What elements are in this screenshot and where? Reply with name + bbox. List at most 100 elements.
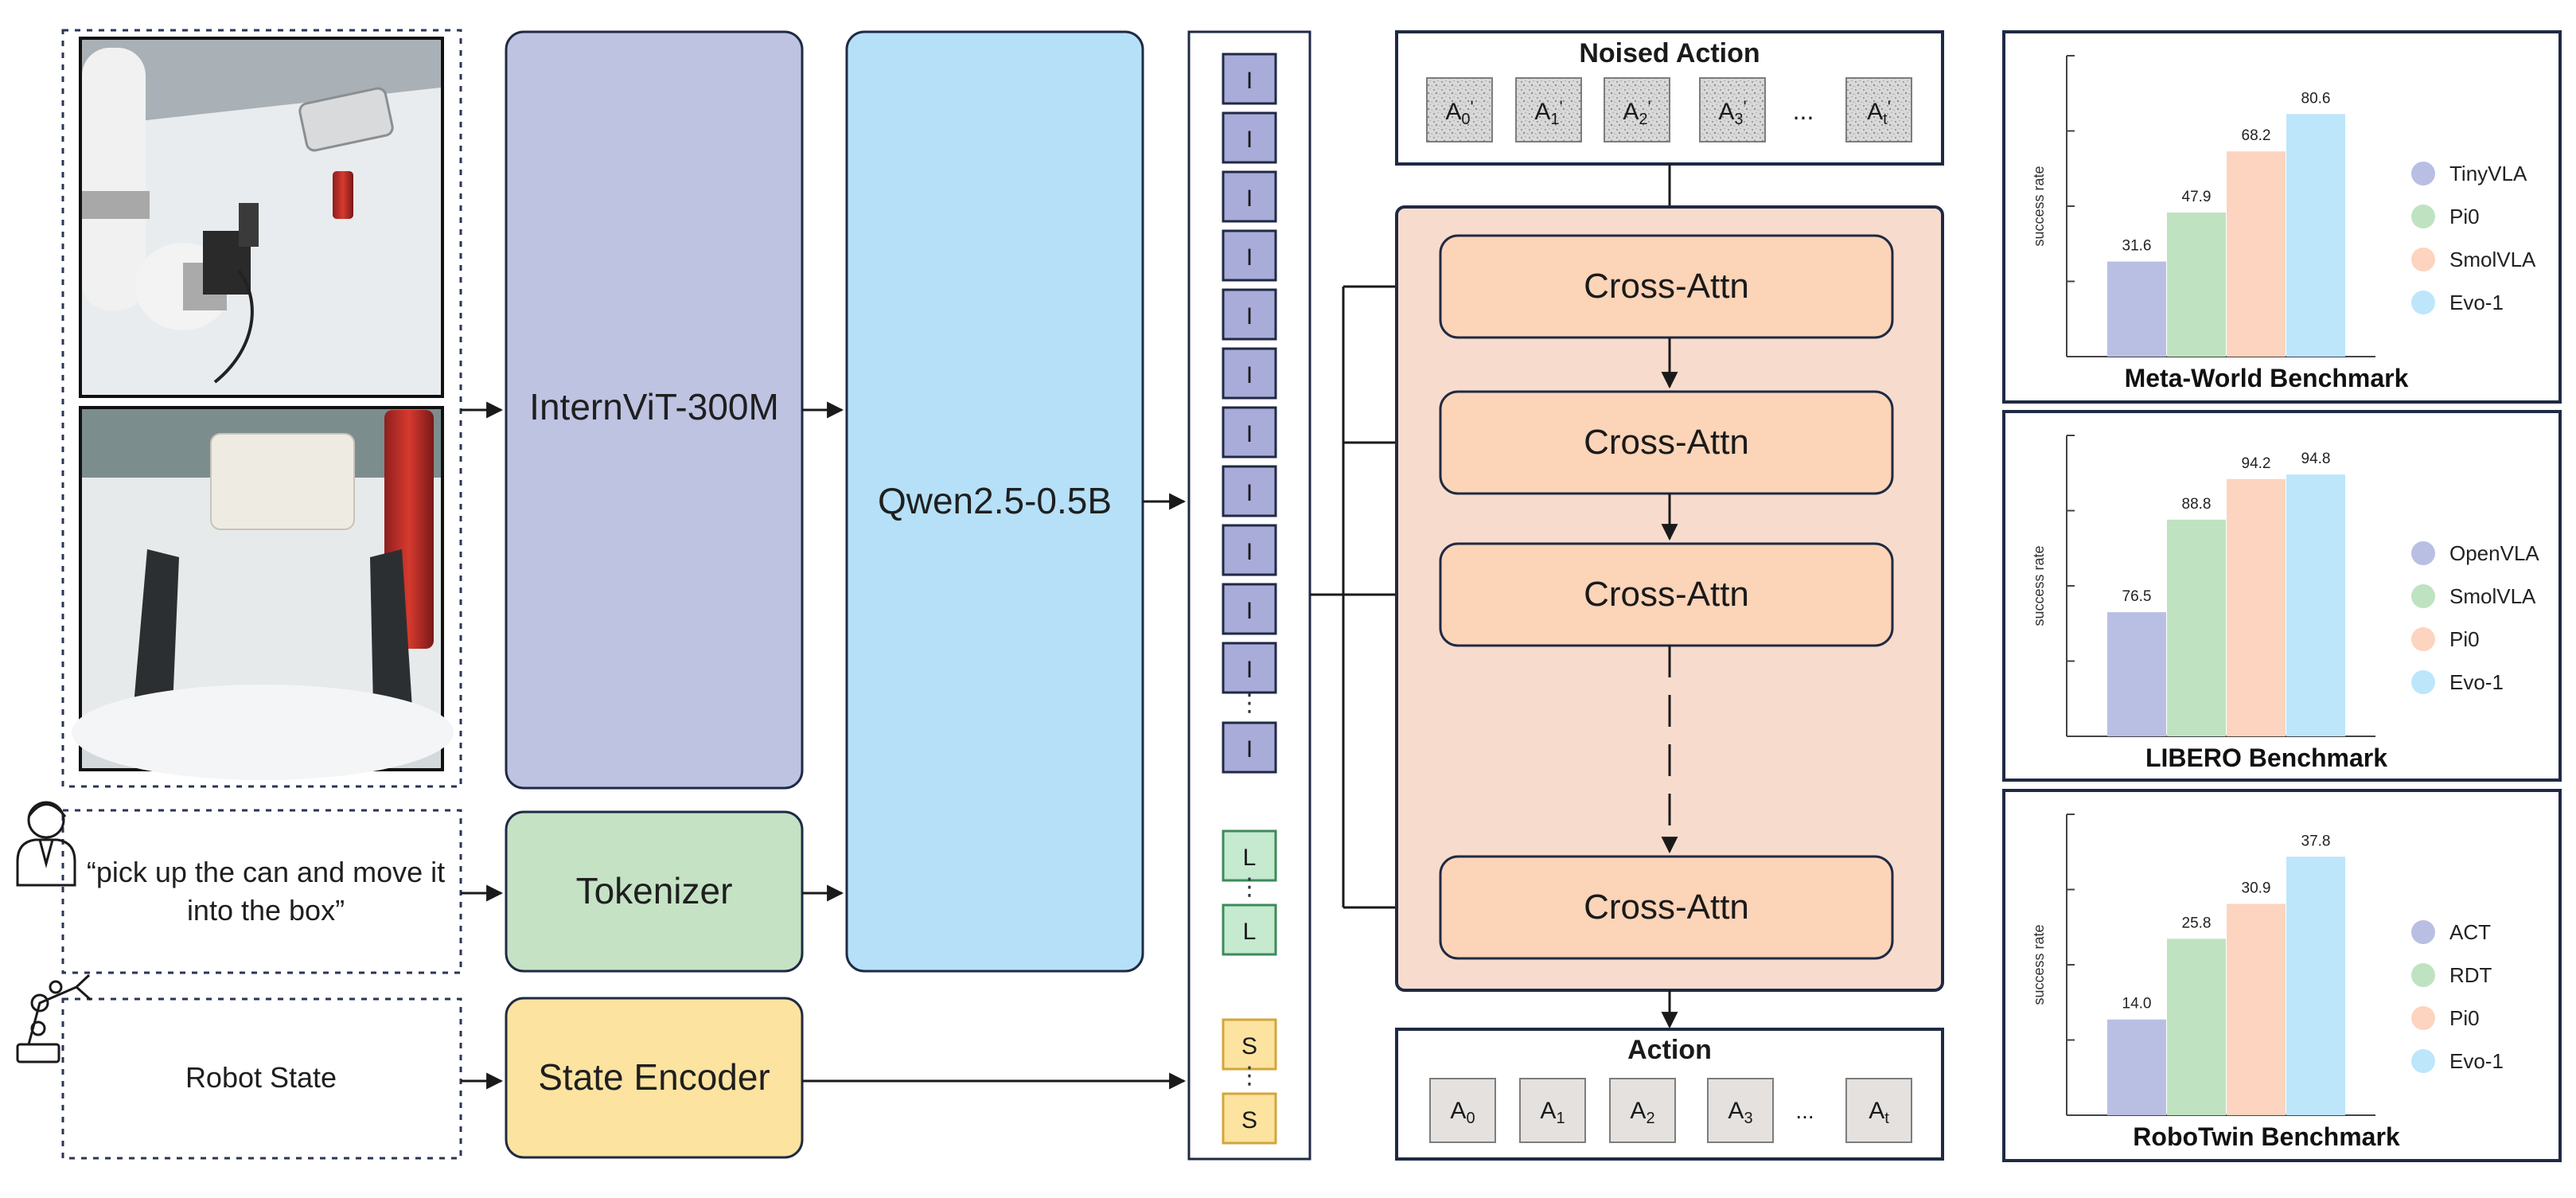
image-token-ellipsis: ⋮ — [1237, 690, 1261, 716]
legend-swatch — [2411, 670, 2435, 694]
language-token: L — [1222, 903, 1277, 956]
legend-swatch — [2411, 584, 2435, 608]
y-axis-label: success rate — [2031, 545, 2047, 626]
bar-value-label: 94.2 — [2242, 455, 2271, 472]
bar — [2227, 478, 2286, 736]
bar — [2286, 857, 2345, 1115]
state-token: S — [1222, 1092, 1277, 1145]
bar — [2167, 519, 2226, 736]
robot-arm-icon — [16, 974, 92, 1063]
action-token: At — [1845, 1078, 1912, 1143]
bar — [2107, 1019, 2166, 1115]
action-token: A0 — [1429, 1078, 1496, 1143]
bar-value-label: 88.8 — [2182, 496, 2212, 513]
chart-title: Meta-World Benchmark — [2125, 364, 2409, 392]
legend-swatch — [2411, 627, 2435, 651]
legend-swatch — [2411, 291, 2435, 314]
image-token: I — [1222, 406, 1277, 459]
svg-text:L: L — [1243, 919, 1257, 945]
bar-value-label: 80.6 — [2301, 90, 2331, 107]
legend-swatch — [2411, 1006, 2435, 1030]
state-encoder-label: State Encoder — [538, 1056, 770, 1098]
language-token: L — [1222, 829, 1277, 882]
bar-value-label: 76.5 — [2122, 588, 2152, 605]
chart-title: LIBERO Benchmark — [2145, 743, 2387, 772]
bar-value-label: 37.8 — [2301, 833, 2331, 849]
bar-value-label: 68.2 — [2242, 127, 2271, 144]
action-token: A3 — [1707, 1078, 1774, 1143]
state-encoder-block — [505, 997, 804, 1159]
image-input-frame — [61, 29, 462, 788]
legend-swatch — [2411, 1049, 2435, 1073]
svg-text:At': At' — [1867, 97, 1891, 128]
svg-text:A0': A0' — [1445, 97, 1473, 128]
robot-state-frame — [61, 997, 462, 1160]
image-token: I — [1222, 53, 1277, 105]
action-ellipsis: ... — [1795, 1098, 1814, 1123]
noised-action-ellipsis: ... — [1793, 96, 1814, 125]
language-token-ellipsis: ⋮ — [1237, 874, 1261, 900]
internvit-label: InternViT-300M — [529, 386, 779, 427]
svg-text:S: S — [1241, 1033, 1257, 1059]
bar-value-label: 30.9 — [2242, 880, 2271, 897]
image-token: I — [1222, 465, 1277, 517]
legend-label: SmolVLA — [2449, 584, 2536, 608]
svg-text:I: I — [1246, 68, 1253, 94]
cross-attn-block: Cross-Attn — [1439, 542, 1894, 647]
noised-action-token: At' — [1845, 77, 1912, 142]
person-icon — [16, 801, 76, 887]
svg-text:Cross-Attn: Cross-Attn — [1584, 575, 1749, 614]
action-token: A2 — [1609, 1078, 1676, 1143]
bar — [2167, 938, 2226, 1115]
image-token: I — [1222, 229, 1277, 282]
robot-state-label: Robot State — [185, 1061, 337, 1094]
image-token: I — [1222, 721, 1277, 774]
svg-text:Cross-Attn: Cross-Attn — [1584, 888, 1749, 927]
bar — [2227, 151, 2286, 357]
cross-attn-block: Cross-Attn — [1439, 855, 1894, 960]
svg-text:A3': A3' — [1718, 97, 1746, 128]
image-token: I — [1222, 583, 1277, 635]
tokenizer-block — [505, 810, 804, 973]
image-token: I — [1222, 111, 1277, 164]
noised-action-title: Noised Action — [1579, 38, 1760, 68]
noised-action-token: A3' — [1699, 77, 1766, 142]
legend-label: TinyVLA — [2449, 162, 2527, 185]
legend-label: RDT — [2449, 963, 2492, 987]
noised-action-token: A1' — [1515, 77, 1582, 142]
legend-swatch — [2411, 248, 2435, 271]
prompt-frame — [61, 809, 462, 974]
bar-value-label: 14.0 — [2122, 996, 2152, 1013]
legend-swatch — [2411, 205, 2435, 228]
bar — [2286, 474, 2345, 736]
legend-label: Pi0 — [2449, 205, 2480, 228]
svg-text:I: I — [1246, 244, 1253, 271]
state-token: S — [1222, 1018, 1277, 1071]
svg-text:Cross-Attn: Cross-Attn — [1584, 423, 1749, 462]
camera-image-bottom — [72, 406, 454, 780]
svg-text:A1': A1' — [1534, 97, 1562, 128]
legend-label: Evo-1 — [2449, 1049, 2504, 1073]
noised-action-token: A0' — [1426, 77, 1493, 142]
svg-text:I: I — [1246, 362, 1253, 388]
image-token: I — [1222, 170, 1277, 223]
noised-action-row: A0'A1'A2'A3'At'... — [1426, 77, 1912, 142]
bar — [2167, 212, 2226, 357]
qwen-label: Qwen2.5-0.5B — [878, 480, 1112, 521]
legend-label: Pi0 — [2449, 627, 2480, 651]
svg-text:A3: A3 — [1728, 1098, 1752, 1127]
svg-text:A0: A0 — [1450, 1098, 1475, 1127]
prompt-text-line1: “pick up the can and move it — [87, 856, 445, 888]
legend-swatch — [2411, 162, 2435, 185]
bar — [2107, 261, 2166, 357]
legend-label: OpenVLA — [2449, 541, 2539, 565]
svg-text:I: I — [1246, 127, 1253, 153]
bar-value-label: 94.8 — [2301, 451, 2331, 467]
bar — [2107, 612, 2166, 736]
prompt-text-line2: into the box” — [187, 894, 345, 927]
